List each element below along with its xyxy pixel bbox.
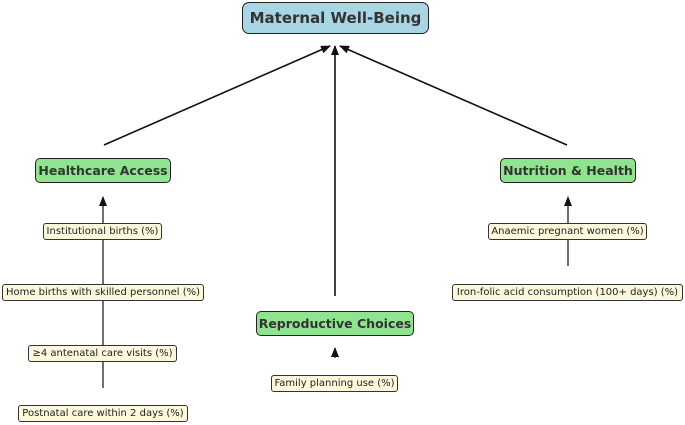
indicator-family-planning: Family planning use (%) — [271, 375, 398, 392]
category-node-healthcare-access: Healthcare Access — [35, 158, 171, 183]
indicator-antenatal-visits: ≥4 antenatal care visits (%) — [28, 345, 177, 362]
indicator-institutional-births: Institutional births (%) — [43, 223, 162, 240]
arrow-healthcare-to-root — [103, 45, 331, 146]
category-node-reproductive-choices: Reproductive Choices — [256, 311, 414, 336]
arrow-nutrition-to-root — [339, 45, 568, 146]
root-node-maternal-well-being: Maternal Well-Being — [242, 2, 429, 34]
category-node-nutrition-health: Nutrition & Health — [500, 158, 636, 183]
indicator-anaemic-women: Anaemic pregnant women (%) — [488, 223, 647, 240]
indicator-postnatal-care: Postnatal care within 2 days (%) — [18, 405, 188, 422]
indicator-home-births-skilled: Home births with skilled personnel (%) — [2, 284, 204, 301]
indicator-iron-folic-acid: Iron-folic acid consumption (100+ days) … — [452, 284, 683, 301]
